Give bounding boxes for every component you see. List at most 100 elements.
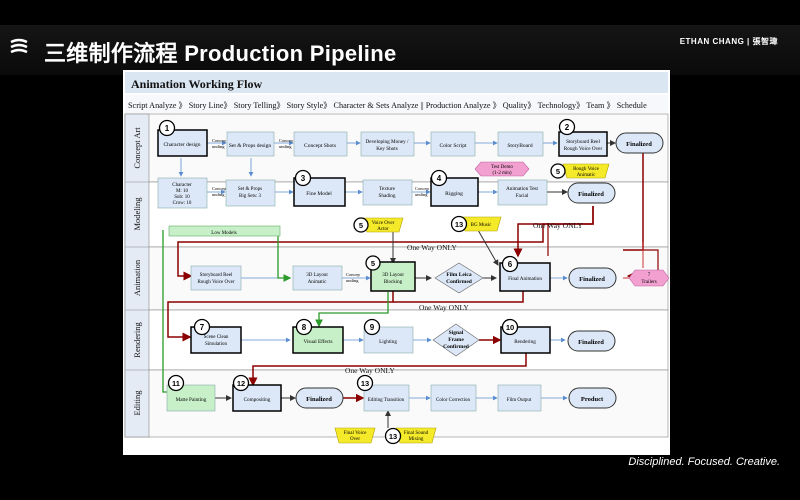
svg-text:Finalized: Finalized: [578, 191, 604, 198]
concept-note-2: unding: [212, 144, 225, 149]
svg-text:3: 3: [301, 174, 306, 183]
svg-text:13: 13: [361, 379, 369, 388]
node-product: Product: [568, 387, 617, 409]
one-way-label-1: One Way ONLY: [533, 221, 583, 230]
concept-note-1: Concep: [212, 138, 226, 143]
node-final-sound-mixing: Final Sound Mixing: [395, 427, 437, 444]
svg-text:Actor: Actor: [377, 227, 389, 232]
one-way-label-4: One Way ONLY: [345, 366, 395, 375]
lane-label-concept-art: Concept Art: [132, 127, 142, 169]
svg-text:5: 5: [556, 167, 560, 176]
svg-text:Mixing: Mixing: [409, 437, 424, 442]
svg-text:Film Leica: Film Leica: [446, 272, 471, 278]
svg-text:Film Output: Film Output: [507, 398, 532, 403]
step-badge: 2: [558, 118, 576, 136]
svg-text:Final Sound: Final Sound: [404, 431, 429, 436]
svg-text:9: 9: [370, 323, 375, 332]
svg-text:Frame: Frame: [448, 337, 464, 343]
svg-text:M: 10: M: 10: [176, 189, 189, 194]
svg-text:2: 2: [565, 123, 570, 132]
diagram-title-bar: [125, 72, 668, 93]
step-badge: 10: [501, 318, 519, 336]
concept-note-4: unding: [279, 144, 292, 149]
concept-note-7: Concep: [415, 186, 429, 191]
svg-text:Finalized: Finalized: [306, 396, 332, 403]
node-film-output: Film Output: [497, 384, 542, 412]
step-badge: 5: [365, 255, 381, 271]
svg-text:Trailers: Trailers: [641, 280, 656, 285]
svg-text:Rough Voice: Rough Voice: [573, 167, 600, 172]
svg-text:Final Voice: Final Voice: [344, 431, 368, 436]
step-badge: 8: [295, 318, 313, 336]
node-finalized-concept: Finalized: [615, 132, 664, 154]
svg-text:13: 13: [455, 220, 463, 229]
workflow-svg: Animation Working Flow Script Analyze 》 …: [124, 72, 670, 445]
svg-text:Sub: 10: Sub: 10: [174, 195, 190, 200]
node-3d-layout-blocking: 3D Layout Blocking: [370, 261, 416, 292]
node-finalized-animation: Finalized: [568, 267, 617, 289]
node-developing-money-key-shots: Developing Money / Key Shots: [360, 131, 415, 157]
concept-note-9: Concep: [346, 272, 360, 277]
step-badge: 4: [430, 169, 448, 187]
lane-label-editing: Editing: [132, 390, 142, 416]
svg-text:Lighting: Lighting: [379, 339, 397, 345]
step-badge: 13: [450, 215, 468, 233]
svg-text:11: 11: [172, 379, 180, 388]
svg-text:Fine Model: Fine Model: [306, 191, 332, 197]
concept-note-5: Concep: [212, 186, 226, 191]
svg-text:Animatic: Animatic: [577, 173, 596, 178]
svg-text:Rough Voice Over: Rough Voice Over: [197, 280, 234, 285]
tagline: Disciplined. Focused. Creative.: [628, 456, 780, 468]
svg-text:Rendering: Rendering: [514, 339, 536, 345]
one-way-label-3: One Way ONLY: [419, 303, 469, 312]
svg-text:13: 13: [389, 432, 397, 441]
svg-text:Character design: Character design: [163, 142, 200, 148]
node-low-models: Low Models: [168, 225, 281, 237]
svg-text:Color Script: Color Script: [439, 143, 467, 149]
svg-text:Final Animation: Final Animation: [508, 276, 542, 282]
concept-note-10: unding: [346, 278, 359, 283]
lane-label-modeling: Modeling: [132, 197, 142, 231]
svg-text:Scene Clean: Scene Clean: [204, 335, 229, 340]
concept-note-8: unding: [415, 192, 428, 197]
node-editing-transition: Editing Transition: [363, 384, 410, 412]
svg-text:StoryBoard: StoryBoard: [507, 143, 533, 149]
concept-note-3: Concep: [279, 138, 293, 143]
svg-text:Over: Over: [350, 437, 360, 442]
svg-text:Color Correction: Color Correction: [436, 398, 471, 403]
svg-text:Texture: Texture: [379, 186, 395, 192]
step-badge: 3: [294, 169, 312, 187]
one-way-label-2: One Way ONLY: [407, 243, 457, 252]
svg-text:(1-2 min): (1-2 min): [492, 171, 511, 176]
node-finalized-rendering: Finalized: [567, 330, 616, 352]
svg-text:Voice Over: Voice Over: [372, 221, 395, 226]
workflow-diagram: Animation Working Flow Script Analyze 》 …: [123, 70, 670, 455]
svg-text:Finalized: Finalized: [626, 141, 652, 148]
svg-text:4: 4: [437, 174, 442, 183]
connectors: [162, 140, 659, 428]
svg-text:Animation Test: Animation Test: [506, 186, 539, 192]
svg-text:Test Demo: Test Demo: [491, 165, 513, 170]
svg-text:Compositing: Compositing: [244, 397, 271, 403]
diagram-title: Animation Working Flow: [131, 77, 262, 91]
svg-text:Product: Product: [581, 396, 604, 403]
node-signal-frame-confirmed: Signal Frame Confirmed: [432, 323, 480, 357]
step-badge: 13: [356, 374, 374, 392]
svg-text:Finalized: Finalized: [579, 276, 605, 283]
svg-text:Storyboard Reel: Storyboard Reel: [566, 139, 600, 145]
svg-text:1: 1: [165, 124, 170, 133]
svg-text:5: 5: [371, 259, 375, 268]
svg-text:3D Layout: 3D Layout: [306, 273, 328, 278]
step-badge: 7: [193, 318, 211, 336]
svg-text:Crow: 10: Crow: 10: [173, 201, 192, 206]
step-badge: 9: [363, 318, 381, 336]
node-film-leica-confirmed: Film Leica Confirmed: [434, 262, 484, 294]
svg-text:6: 6: [508, 260, 513, 269]
svg-text:Concept Shots: Concept Shots: [304, 143, 336, 149]
wave-logo-icon: [10, 38, 28, 54]
svg-text:Simulation: Simulation: [205, 342, 227, 347]
node-storyboard: StoryBoard: [497, 131, 544, 157]
step-badge: 6: [501, 255, 519, 273]
svg-text:Confirmed: Confirmed: [446, 279, 472, 285]
node-color-correction: Color Correction: [430, 384, 477, 412]
